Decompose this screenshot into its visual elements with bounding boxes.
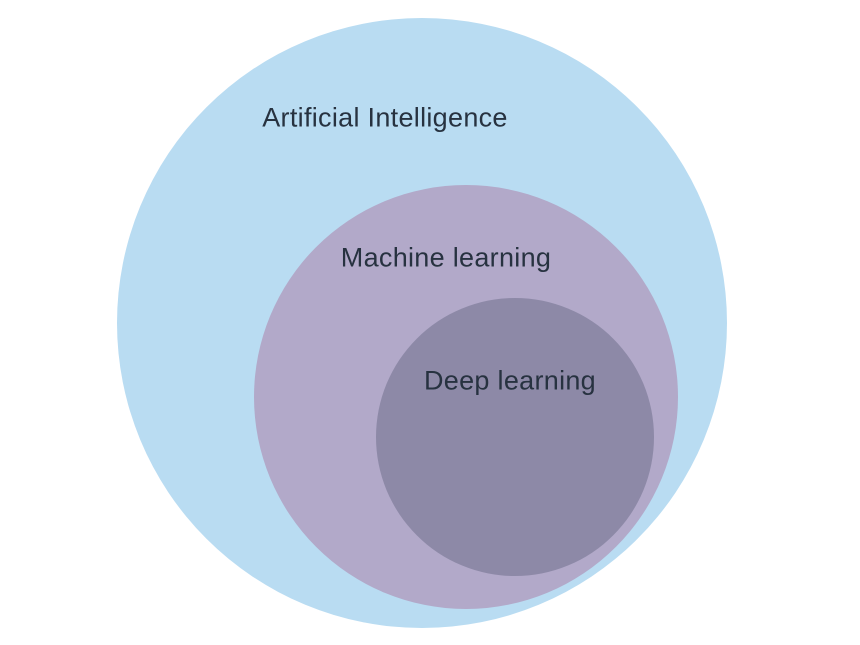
artificial-intelligence-label: Artificial Intelligence	[262, 102, 508, 133]
venn-circle-deep-learning	[376, 298, 654, 576]
deep-learning-label: Deep learning	[423, 365, 597, 396]
machine-learning-label: Machine learning	[340, 242, 552, 273]
